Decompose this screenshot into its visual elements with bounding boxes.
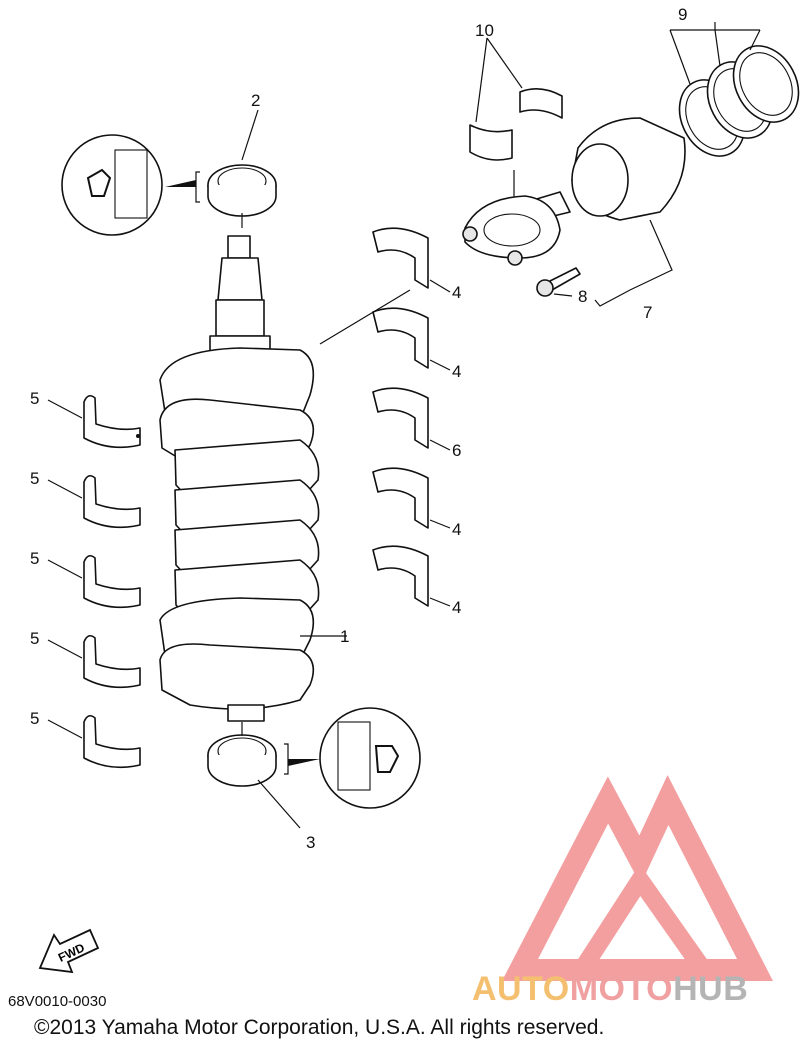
callout-5d: 5 <box>30 629 39 648</box>
callout-5c: 5 <box>30 549 39 568</box>
callout-4c: 4 <box>452 520 461 539</box>
watermark-text: AUTOMOTOHUB <box>472 970 748 1008</box>
piston-conrod-assembly <box>462 117 686 266</box>
fwd-arrow: FWD <box>38 928 100 974</box>
crankshaft <box>159 235 320 722</box>
watermark-hub: HUB <box>673 970 748 1008</box>
callout-6: 6 <box>452 441 461 460</box>
callout-8: 8 <box>578 287 587 306</box>
callout-10: 10 <box>475 21 494 40</box>
main-bearings-left <box>83 394 141 769</box>
oil-seal-bottom <box>207 734 277 787</box>
oil-seal-top <box>207 164 277 217</box>
main-bearings-right <box>372 227 429 607</box>
callout-1: 1 <box>340 627 349 646</box>
callout-labels: 1 2 3 4 4 4 4 5 5 5 5 5 6 7 8 9 10 <box>30 5 687 852</box>
piston-rings <box>678 45 800 157</box>
callout-5b: 5 <box>30 469 39 488</box>
watermark-auto: AUTO <box>472 970 570 1008</box>
watermark-logo <box>501 774 773 981</box>
callout-4b: 4 <box>452 362 461 381</box>
seal-detail-bubble-top <box>61 134 163 236</box>
callout-2: 2 <box>251 91 260 110</box>
callout-4a: 4 <box>452 283 461 302</box>
callout-7: 7 <box>643 303 652 322</box>
diagram-code: 68V0010-0030 <box>8 993 107 1010</box>
callout-5a: 5 <box>30 389 39 408</box>
callout-3: 3 <box>306 833 315 852</box>
conrod-bolt <box>536 267 581 297</box>
callout-4d: 4 <box>452 598 461 617</box>
callout-5e: 5 <box>30 709 39 728</box>
conrod-bearings <box>469 88 563 161</box>
seal-detail-bubble-bottom <box>319 707 421 809</box>
watermark-moto: MOTO <box>570 970 673 1008</box>
callout-9: 9 <box>678 5 687 24</box>
copyright-notice: ©2013 Yamaha Motor Corporation, U.S.A. A… <box>34 1016 605 1039</box>
